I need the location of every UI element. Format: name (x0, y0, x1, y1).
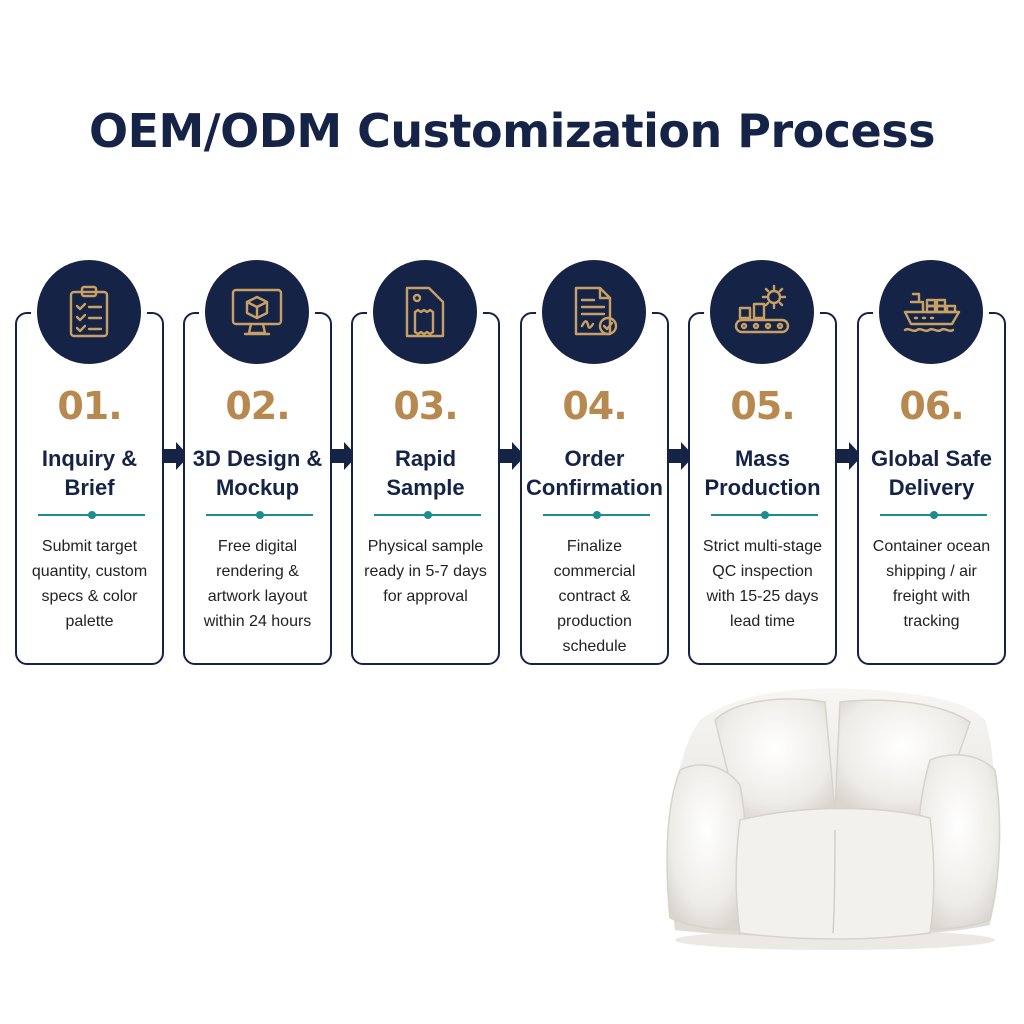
page-title: OEM/ODM Customization Process (88, 104, 936, 158)
step-divider (880, 511, 987, 519)
arrow-right-icon (164, 442, 189, 470)
step-card-4: 04. Order Confirmation Finalize commerci… (520, 312, 669, 665)
step-divider (38, 511, 145, 519)
step-number: 06. (899, 384, 964, 428)
step-number: 05. (730, 384, 795, 428)
factory-conveyor-gear-icon (704, 254, 820, 370)
step-divider (206, 511, 313, 519)
step-description: Submit target quantity, custom specs & c… (31, 538, 148, 630)
bean-bag-chair-photo (666, 688, 1001, 950)
step-title: Inquiry & Brief (41, 446, 138, 500)
step-card-6: 06. Global Safe Delivery Container ocean… (857, 312, 1006, 665)
arrow-right-icon (332, 442, 357, 470)
process-steps: 01. Inquiry & Brief Submit target quanti… (15, 254, 1006, 665)
step-description: Physical sample ready in 5-7 days for ap… (364, 538, 487, 605)
step-number: 03. (393, 384, 458, 428)
step-divider (374, 511, 481, 519)
step-card-5: 05. Mass Production Strict multi-stage Q… (688, 312, 837, 665)
step-number: 01. (57, 384, 122, 428)
step-number: 02. (225, 384, 290, 428)
step-card-3: 03. Rapid Sample Physical sample ready i… (351, 312, 500, 665)
clipboard-checklist-icon (31, 254, 147, 370)
arrow-right-icon (500, 442, 525, 470)
step-description: Finalize commercial contract & productio… (553, 538, 636, 655)
arrow-right-icon (669, 442, 694, 470)
signed-contract-icon (536, 254, 652, 370)
step-card-2: 02. 3D Design & Mockup Free digital rend… (183, 312, 332, 665)
step-description: Free digital rendering & artwork layout … (203, 538, 312, 630)
step-title: Mass Production (704, 446, 821, 500)
step-title: Order Confirmation (526, 446, 663, 500)
step-description: Container ocean shipping / air freight w… (872, 538, 991, 630)
step-title: Rapid Sample (386, 446, 465, 500)
arrow-right-icon (837, 442, 862, 470)
step-number: 04. (562, 384, 627, 428)
cargo-ship-icon (873, 254, 989, 370)
step-divider (711, 511, 818, 519)
fabric-swatch-tag-icon (367, 254, 483, 370)
monitor-3d-cube-icon (199, 254, 315, 370)
step-description: Strict multi-stage QC inspection with 15… (702, 538, 823, 630)
step-divider (543, 511, 650, 519)
step-card-1: 01. Inquiry & Brief Submit target quanti… (15, 312, 164, 665)
step-title: 3D Design & Mockup (192, 446, 323, 500)
step-title: Global Safe Delivery (870, 446, 993, 500)
